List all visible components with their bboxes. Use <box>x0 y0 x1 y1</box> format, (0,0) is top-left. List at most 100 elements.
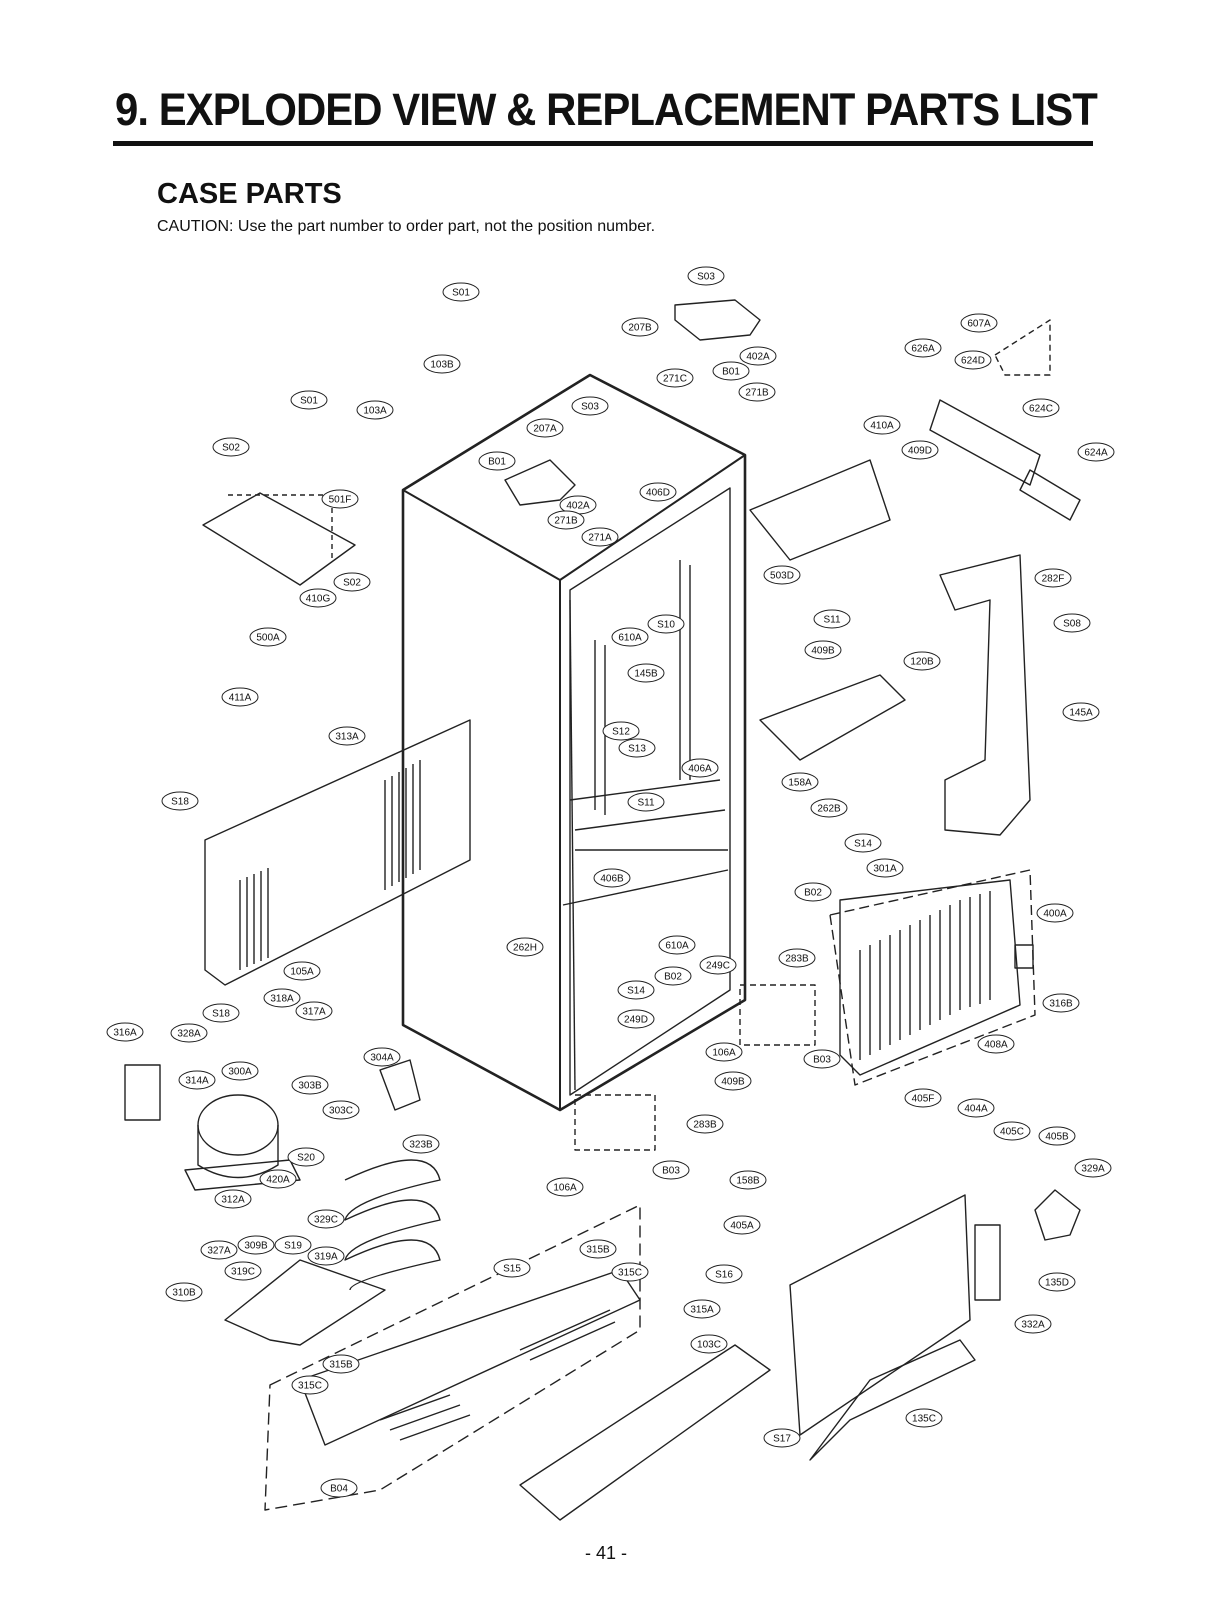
callout: 332A <box>1014 1314 1052 1334</box>
callout: S16 <box>705 1264 743 1284</box>
callout-text: 106A <box>712 1048 736 1059</box>
callout-text: 312A <box>221 1195 245 1206</box>
evaporator-cover <box>939 554 1031 836</box>
callout: 135D <box>1038 1272 1076 1292</box>
callout: S01 <box>442 282 480 302</box>
callout: 158B <box>729 1170 767 1190</box>
callout-text: 400A <box>1043 909 1067 920</box>
callout-text: 410G <box>306 594 331 605</box>
drain-pan <box>224 1259 386 1346</box>
title-underline <box>113 141 1093 146</box>
callout-text: S18 <box>212 1009 230 1020</box>
callout-text: 303B <box>298 1081 322 1092</box>
callout-text: 408A <box>984 1040 1008 1051</box>
callout-text: 300A <box>228 1067 252 1078</box>
callout-text: 313A <box>335 732 359 743</box>
callout: 145A <box>1062 702 1100 722</box>
callout: 105A <box>283 961 321 981</box>
callout: 610A <box>658 935 696 955</box>
callout-text: S17 <box>773 1434 791 1445</box>
callout-text: S10 <box>657 620 675 631</box>
callout: 329A <box>1074 1158 1112 1178</box>
callout: 283B <box>686 1114 724 1134</box>
callout: 271C <box>656 368 694 388</box>
callout-text: 610A <box>665 941 689 952</box>
callout-text: 283B <box>785 954 809 965</box>
callout-text: 271C <box>663 374 687 385</box>
callout: 262H <box>506 937 544 957</box>
callout: 309B <box>237 1235 275 1255</box>
callout: 300A <box>221 1061 259 1081</box>
callout-text: 405F <box>912 1094 935 1105</box>
callout: 319A <box>307 1246 345 1266</box>
callout-text: 624D <box>961 356 985 367</box>
callout-text: S12 <box>612 727 630 738</box>
section-subtitle: CASE PARTS <box>157 178 342 210</box>
callout: S11 <box>627 792 665 812</box>
callout: 624A <box>1077 442 1115 462</box>
callout-text: 145A <box>1069 708 1093 719</box>
callout-text: 315C <box>618 1268 642 1279</box>
callout-text: 610A <box>618 633 642 644</box>
callout: S08 <box>1053 613 1091 633</box>
callout: B02 <box>654 966 692 986</box>
callout: 271A <box>581 527 619 547</box>
callout: 315B <box>322 1354 360 1374</box>
callout-text: 319C <box>231 1267 255 1278</box>
page-title: 9. EXPLODED VIEW & REPLACEMENT PARTS LIS… <box>115 84 1098 135</box>
callout: 319C <box>224 1261 262 1281</box>
callout-text: S01 <box>452 288 470 299</box>
callout-text: 301A <box>873 864 897 875</box>
callout-text: 329A <box>1081 1164 1105 1175</box>
callout: 501F <box>321 489 359 509</box>
fan-duct <box>929 399 1041 486</box>
callout-text: S14 <box>627 986 645 997</box>
cabinet-body <box>401 373 747 1112</box>
callout: S14 <box>844 833 882 853</box>
callout: S12 <box>602 721 640 741</box>
callout-text: 103C <box>697 1340 721 1351</box>
callout: B03 <box>803 1049 841 1069</box>
callout: 271B <box>547 510 585 530</box>
shelf-tray <box>759 674 906 761</box>
callout: 624C <box>1022 398 1060 418</box>
callout-text: S08 <box>1063 619 1081 630</box>
callout-text: 106A <box>553 1183 577 1194</box>
callout: S02 <box>212 437 250 457</box>
callout-text: 405C <box>1000 1127 1024 1138</box>
callout-text: 318A <box>270 994 294 1005</box>
callout: 323B <box>402 1134 440 1154</box>
callout-text: S11 <box>637 798 654 809</box>
callout: 318A <box>263 988 301 1008</box>
callout-text: 315C <box>298 1381 322 1392</box>
callout-text: 404A <box>964 1104 988 1115</box>
callout-text: 420A <box>266 1175 290 1186</box>
callout-text: 328A <box>177 1029 201 1040</box>
callout: 103A <box>356 400 394 420</box>
callout-text: B02 <box>664 972 682 983</box>
callout: S01 <box>290 390 328 410</box>
callout: S03 <box>687 266 725 286</box>
fan-blade <box>1034 1189 1081 1241</box>
callout-text: 315B <box>586 1245 610 1256</box>
callout: 106A <box>546 1177 584 1197</box>
callout: 405B <box>1038 1126 1076 1146</box>
callout: 120B <box>903 651 941 671</box>
callout-text: 103B <box>430 360 454 371</box>
callout-text: S03 <box>697 272 715 283</box>
callout-text: 135D <box>1045 1278 1069 1289</box>
callout: 282F <box>1034 568 1072 588</box>
callout-text: S11 <box>823 615 840 626</box>
callout-text: 402A <box>746 352 770 363</box>
callout: 327A <box>200 1240 238 1260</box>
callout: 158A <box>781 772 819 792</box>
callout: 409B <box>714 1071 752 1091</box>
callout-text: S18 <box>171 797 189 808</box>
callout: S20 <box>287 1147 325 1167</box>
callout-text: 303C <box>329 1106 353 1117</box>
machine-cover <box>519 1344 771 1521</box>
callout-text: 405B <box>1045 1132 1069 1143</box>
callout-text: 120B <box>910 657 934 668</box>
callout-text: S19 <box>284 1241 302 1252</box>
callout: S18 <box>161 791 199 811</box>
